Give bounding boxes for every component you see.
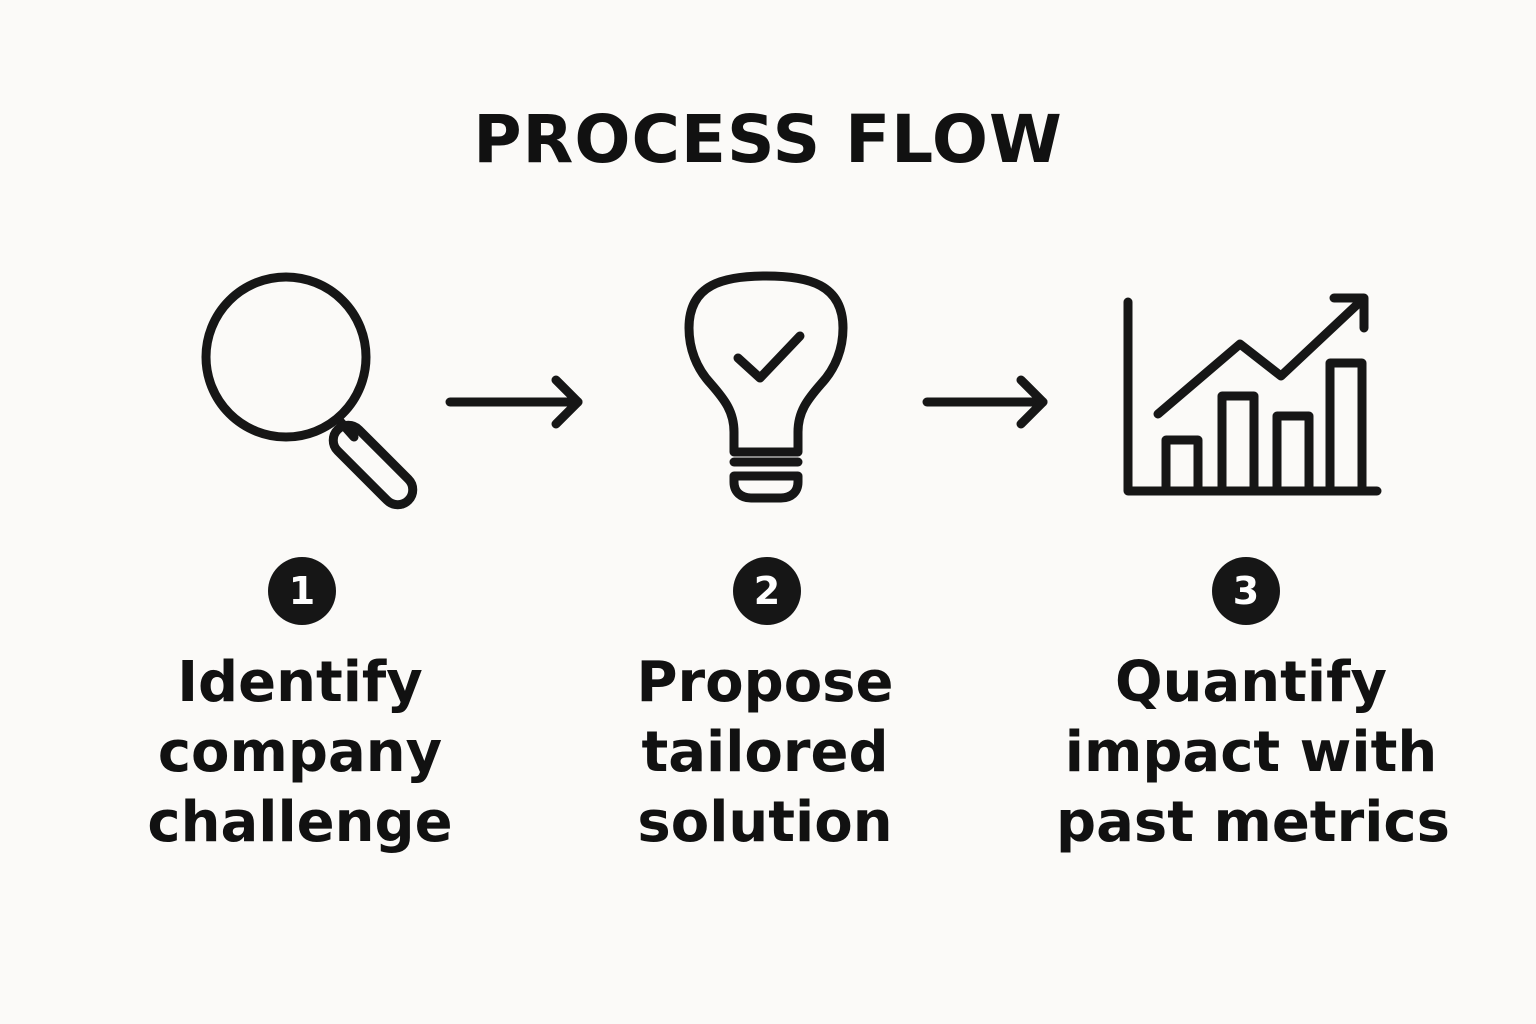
step-label-line: impact with [1064, 720, 1438, 785]
step-label-line: Quantify [1115, 650, 1387, 715]
step-label-line: Identify [177, 650, 423, 715]
step-label: Propose tailored solution [575, 648, 955, 858]
arrow-right-icon [445, 375, 583, 429]
step-label-line: Propose [636, 650, 894, 715]
bar-chart-trend-icon [1123, 293, 1382, 496]
step-number-badge: 3 [1212, 557, 1280, 625]
diagram-title: PROCESS FLOW [473, 101, 1063, 178]
step-number-badge: 1 [268, 557, 336, 625]
step-label-line: tailored [641, 720, 889, 785]
lightbulb-check-icon [684, 271, 848, 503]
magnifying-glass-icon [201, 272, 418, 510]
step-label-line: challenge [147, 790, 453, 855]
step-label: Quantify impact with past metrics [1056, 648, 1450, 858]
step-label-line: solution [637, 790, 893, 855]
step-number-badge: 2 [733, 557, 801, 625]
step-label-line: company [157, 720, 443, 785]
step-label: Identify company challenge [110, 648, 490, 858]
step-label-line: past metrics [1056, 790, 1450, 855]
arrow-right-icon [922, 375, 1048, 429]
